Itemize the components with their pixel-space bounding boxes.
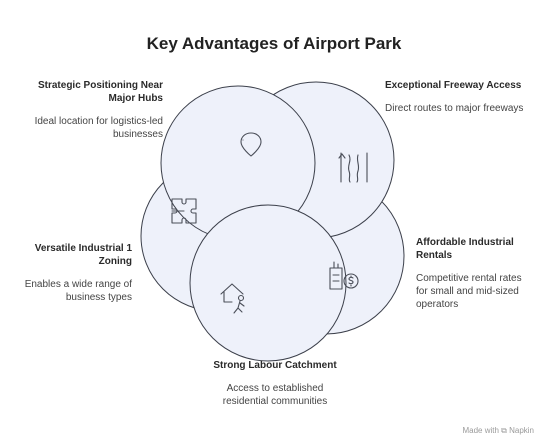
building-dollar-icon [329,261,359,290]
petal-labour[interactable] [189,204,347,362]
advantage-heading: Strong Labour Catchment [213,360,337,371]
advantage-heading: Versatile Industrial 1 Zoning [34,243,132,267]
advantage-heading: Affordable Industrial Rentals [416,237,514,261]
advantage-description: Access to established residential commun… [222,383,328,407]
road-icon [338,152,368,183]
advantage-freeway-access: Exceptional Freeway Access Direct routes… [385,79,525,115]
advantage-heading: Exceptional Freeway Access [385,80,522,91]
advantage-labour-catchment: Strong Labour Catchment Access to establ… [205,359,345,408]
advantage-strategic-positioning: Strategic Positioning Near Major Hubs Id… [30,79,163,141]
advantage-description: Ideal location for logistics-led busines… [34,116,163,140]
advantage-heading: Strategic Positioning Near Major Hubs [37,80,163,104]
advantage-description: Direct routes to major freeways [385,103,524,114]
advantage-description: Enables a wide range of business types [24,279,132,303]
advantage-industrial-zoning: Versatile Industrial 1 Zoning Enables a … [12,242,132,304]
puzzle-icon [171,198,197,224]
page-title: Key Advantages of Airport Park [146,34,402,53]
location-pin-icon [240,132,262,157]
home-person-icon [220,283,245,314]
advantage-description: Competitive rental rates for small and m… [416,273,522,310]
made-with-napkin-footer[interactable]: Made with ⧉ Napkin [462,426,534,435]
advantage-affordable-rentals: Affordable Industrial Rentals Competitiv… [416,236,534,311]
